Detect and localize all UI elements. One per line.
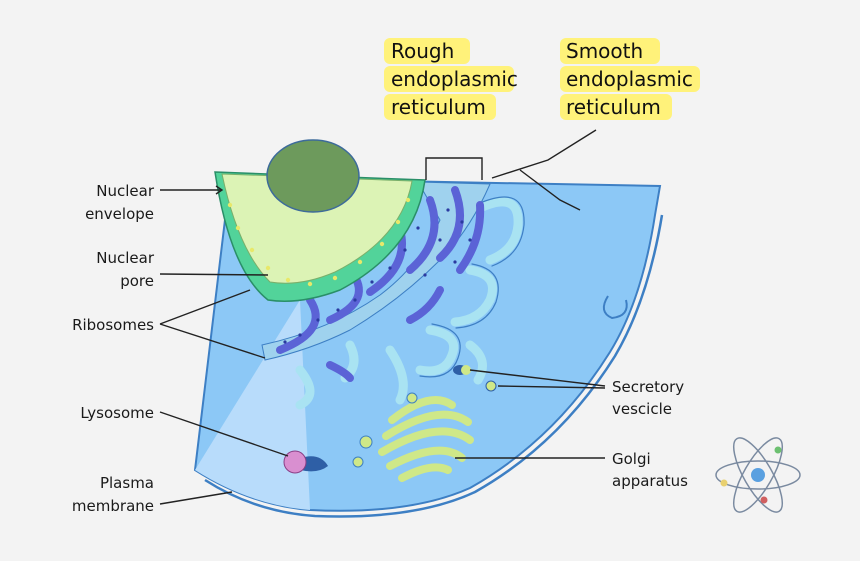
label-smooth-er-3: reticulum	[566, 95, 661, 119]
label-rough-er-1: Rough	[391, 39, 454, 63]
label-nuclear-pore-1: Nuclear	[96, 249, 155, 267]
nuclear-pores	[227, 197, 411, 287]
membrane-indent	[602, 295, 628, 320]
smooth-er-outline	[419, 196, 525, 378]
golgi-apparatus	[378, 396, 474, 482]
label-plasma-membrane-1: Plasma	[100, 474, 154, 492]
label-golgi-2: apparatus	[612, 472, 688, 490]
plasma-membrane-edge	[204, 214, 664, 518]
label-rough-er-2: endoplasmic	[391, 67, 518, 91]
ribosome-dots	[283, 208, 472, 344]
secretory-vesicles	[453, 365, 497, 392]
label-nuclear-envelope-2: envelope	[85, 205, 154, 223]
atom-icon	[715, 437, 801, 513]
smooth-er	[295, 197, 523, 410]
rough-er-cisternae	[276, 186, 485, 382]
label-rough-er-3: reticulum	[391, 95, 486, 119]
label-smooth-er-1: Smooth	[566, 39, 643, 63]
label-golgi-1: Golgi	[612, 450, 651, 468]
label-lysosome: Lysosome	[80, 404, 154, 422]
nucleus	[221, 173, 413, 284]
label-nuclear-envelope-1: Nuclear	[96, 182, 155, 200]
label-plasma-membrane-2: membrane	[72, 497, 154, 515]
leader-lines	[159, 129, 606, 505]
lysosome	[283, 450, 328, 474]
label-ribosomes: Ribosomes	[72, 316, 154, 334]
label-secretory-vesicle-1: Secretory	[612, 378, 684, 396]
label-secretory-vesicle-2: vescicle	[612, 400, 672, 418]
label-smooth-er-2: endoplasmic	[566, 67, 693, 91]
golgi-vesicles	[352, 392, 418, 468]
nucleolus	[266, 139, 360, 213]
label-nuclear-pore-2: pore	[120, 272, 154, 290]
highlight-marks	[384, 38, 700, 120]
